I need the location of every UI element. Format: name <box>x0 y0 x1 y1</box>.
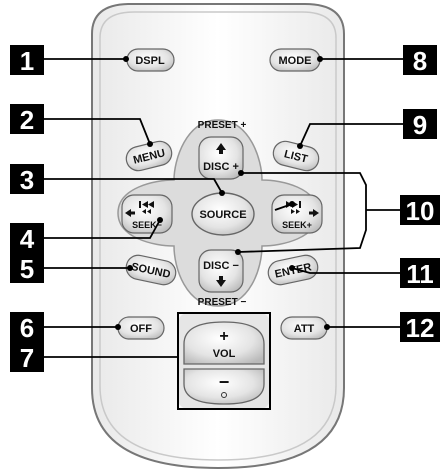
att-button[interactable]: ATT <box>280 316 328 340</box>
source-button[interactable]: SOURCE <box>191 192 255 236</box>
leader-line-4 <box>43 219 161 239</box>
vol-plus-sign: + <box>219 328 228 345</box>
leader-line-9 <box>299 123 405 147</box>
leader-dot-6 <box>115 324 121 330</box>
callout-4: 4 <box>10 223 44 254</box>
dspl-label: DSPL <box>135 55 165 67</box>
off-label: OFF <box>130 323 152 335</box>
callout-3: 3 <box>10 164 44 195</box>
remote-body-inner-edge <box>99 11 337 461</box>
leader-line-11 <box>291 267 405 274</box>
leader-dot-1 <box>123 56 129 62</box>
callout-9-number: 9 <box>413 110 427 140</box>
dspl-button[interactable]: DSPL <box>126 48 175 72</box>
callout-4-number: 4 <box>20 224 35 254</box>
leader-line-10a <box>237 172 367 253</box>
callout-2-number: 2 <box>20 105 34 135</box>
seek-plus-label: SEEK+ <box>282 220 312 230</box>
disc-minus-label: DISC − <box>203 260 239 272</box>
callout-1-number: 1 <box>20 46 34 76</box>
callout-7: 7 <box>10 342 44 373</box>
seek-plus-button[interactable]: SEEK+ <box>271 194 323 234</box>
leader-dot-8 <box>317 56 323 62</box>
arrow-up-icon <box>216 143 226 154</box>
skip-back-icon <box>139 201 154 214</box>
menu-button[interactable]: MENU <box>124 139 174 173</box>
disc-plus-label: DISC + <box>203 161 239 173</box>
leader-line-10b <box>274 203 293 211</box>
vol-minus-button[interactable]: − <box>183 368 265 405</box>
callout-11: 11 <box>400 258 440 289</box>
leader-dots <box>115 56 330 330</box>
mode-button[interactable]: MODE <box>269 48 321 72</box>
callout-11-number: 11 <box>406 259 434 289</box>
leader-dot-10b <box>235 249 241 255</box>
callout-10-number: 10 <box>406 196 435 226</box>
list-label: LIST <box>283 148 309 165</box>
callout-5: 5 <box>10 253 44 284</box>
preset-plus-label: PRESET + <box>198 120 247 131</box>
vol-plus-button[interactable]: + VOL <box>183 321 265 365</box>
vol-minus-sign: − <box>219 372 230 392</box>
arrow-down-icon <box>216 276 226 287</box>
leader-dot-5 <box>127 265 133 271</box>
vol-callout-box <box>177 312 271 410</box>
arrow-right-icon <box>309 209 319 217</box>
off-button[interactable]: OFF <box>117 316 165 340</box>
callout-2: 2 <box>10 104 44 135</box>
callout-7-number: 7 <box>20 343 34 373</box>
leader-dot-3 <box>219 190 225 196</box>
callout-10: 10 <box>400 195 440 226</box>
leader-dot-2 <box>147 141 153 147</box>
source-label: SOURCE <box>199 209 246 221</box>
arrow-left-icon <box>125 209 135 217</box>
disc-plus-button[interactable]: DISC + <box>198 136 244 180</box>
callout-12: 12 <box>400 312 440 343</box>
leader-dot-12 <box>324 324 330 330</box>
sound-button[interactable]: SOUND <box>124 253 178 287</box>
att-label: ATT <box>294 323 315 335</box>
preset-minus-label: PRESET − <box>198 297 247 308</box>
leader-lines <box>43 58 405 358</box>
tactile-dot-icon <box>221 392 227 398</box>
leader-dot-9 <box>297 143 303 149</box>
callout-8: 8 <box>403 45 437 76</box>
list-button[interactable]: LIST <box>271 139 321 173</box>
leader-line-3 <box>43 178 223 194</box>
callout-9: 9 <box>403 109 437 140</box>
disc-minus-button[interactable]: DISC − <box>198 249 244 293</box>
leader-dot-4 <box>157 217 163 223</box>
seek-minus-button[interactable]: SEEK− <box>121 194 173 234</box>
leader-line-2 <box>43 118 151 145</box>
callout-3-number: 3 <box>20 165 34 195</box>
callout-12-number: 12 <box>406 313 435 343</box>
callout-6-number: 6 <box>20 313 34 343</box>
seek-minus-label: SEEK− <box>132 220 162 230</box>
leader-dot-11 <box>289 265 295 271</box>
leader-dot-10c <box>289 201 295 207</box>
callout-8-number: 8 <box>413 46 427 76</box>
callout-1: 1 <box>10 45 44 76</box>
callout-6: 6 <box>10 312 44 343</box>
mode-label: MODE <box>279 55 312 67</box>
leader-dot-10a <box>238 170 244 176</box>
callout-5-number: 5 <box>20 254 34 284</box>
vol-label: VOL <box>213 348 236 360</box>
